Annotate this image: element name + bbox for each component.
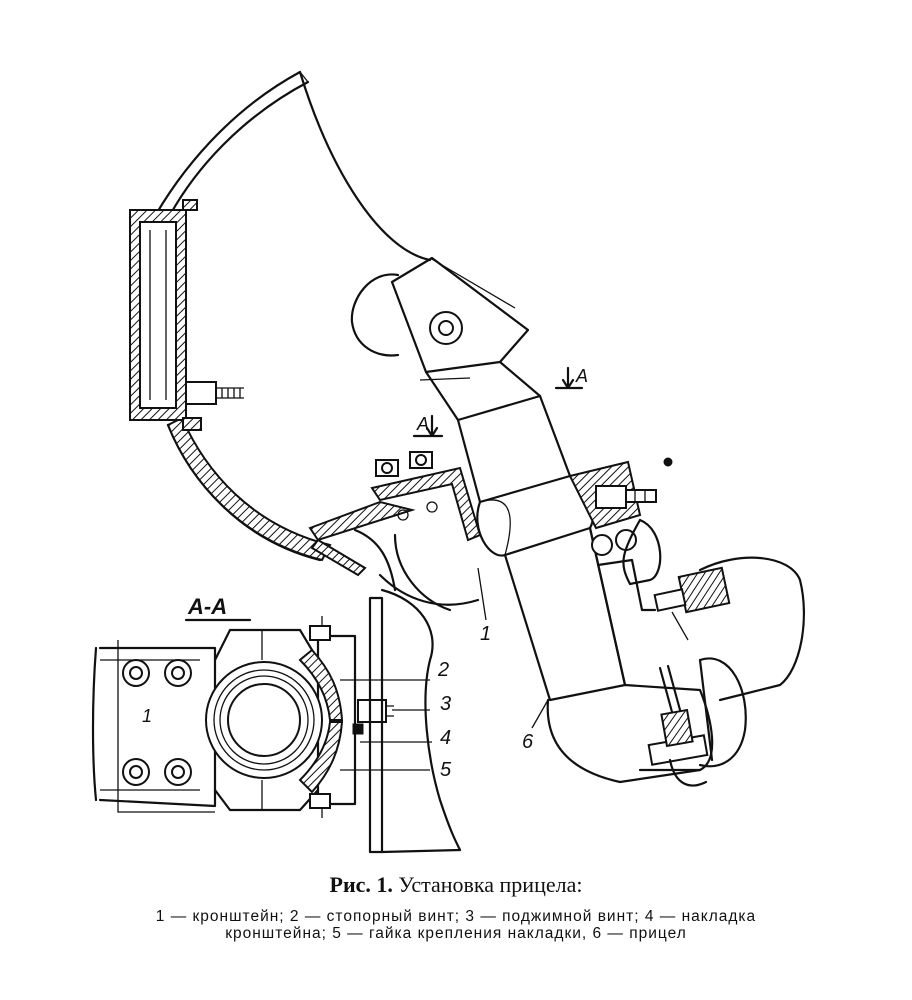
lower-fixture — [638, 657, 747, 787]
section-marker-top: A — [554, 366, 588, 390]
legend-line-2: кронштейна; 5 — гайка крепления накладки… — [225, 925, 687, 942]
window-frame — [129, 199, 244, 431]
callout-6: 6 — [522, 699, 549, 753]
figure-label: Рис. 1. — [329, 872, 393, 897]
section-arrow-left-label: A — [416, 414, 429, 434]
support-column — [378, 377, 480, 612]
section-arrow-top-label: A — [575, 366, 588, 386]
bracket — [308, 451, 482, 592]
figure-title: Рис. 1. Установка прицела: — [0, 872, 912, 898]
side-mount — [596, 518, 806, 702]
section-a-a: А-А 1 — [91, 588, 462, 854]
callout-1: 1 — [477, 567, 491, 645]
figure-title-text: Установка прицела: — [398, 872, 583, 897]
plate-bolts: 1 — [122, 659, 192, 786]
figure-caption: Рис. 1. Установка прицела: 1 — кронштейн… — [0, 872, 912, 942]
section-marker-left: A — [412, 414, 444, 438]
sight-installation-drawing: A A 1 6 А-А 1 — [91, 70, 806, 854]
section-callout-5-label: 5 — [440, 759, 452, 781]
section-callout-2-label: 2 — [437, 659, 449, 681]
section-callout-4-label: 4 — [440, 727, 451, 749]
section-callout-3-label: 3 — [440, 693, 451, 715]
callout-6-label: 6 — [522, 731, 534, 753]
bolt-heads — [375, 451, 438, 521]
pivot-disc — [350, 273, 400, 357]
legend-line-1: 1 — кронштейн; 2 — стопорный винт; 3 — п… — [155, 908, 757, 925]
callout-1-label: 1 — [480, 623, 491, 645]
section-callout-1-label: 1 — [142, 706, 152, 726]
figure-legend: 1 — кронштейн; 2 — стопорный винт; 3 — п… — [0, 908, 912, 942]
tube-clamp — [568, 457, 673, 556]
section-title: А-А — [187, 594, 227, 619]
